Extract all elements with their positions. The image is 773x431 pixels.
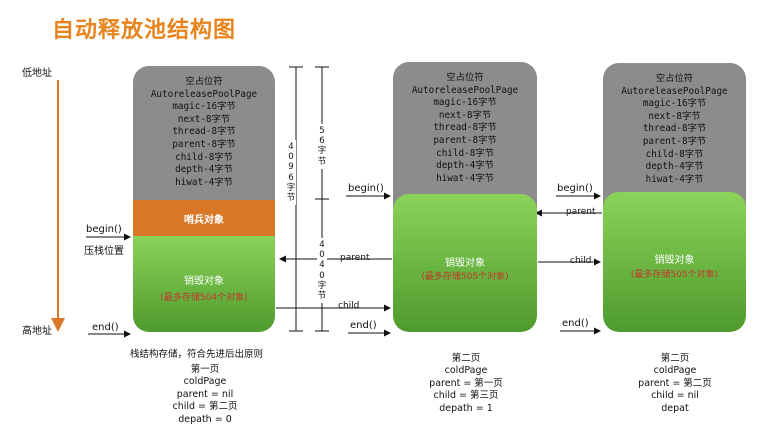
caption-line: parent = 第一页: [429, 377, 503, 389]
caption-line: parent = nil: [176, 388, 234, 400]
destroy-capacity-label: (最多存储505个对象): [630, 270, 719, 280]
destroy-capacity-label: (最多存储505个对象): [421, 272, 509, 282]
destroy-capacity-label: (最多存储504个对象): [160, 293, 248, 303]
page-2-begin-label: begin(): [348, 183, 384, 194]
caption-line: child = 第二页: [172, 401, 238, 413]
page-3: 空占位符 AutoreleasePoolPage magic-16字节 next…: [603, 63, 746, 332]
page-3-begin-label: begin(): [557, 183, 593, 194]
field: child-8字节: [645, 148, 704, 160]
field: parent-8字节: [172, 138, 236, 150]
field: thread-8字节: [172, 126, 236, 138]
field: magic-16字节: [642, 98, 707, 110]
field: parent-8字节: [433, 134, 497, 146]
field: 空占位符: [446, 72, 484, 83]
caption-line: coldPage: [183, 376, 227, 388]
field: next-8字节: [438, 109, 492, 121]
caption-line: depat: [661, 402, 689, 414]
field: hiwat-4字节: [645, 173, 704, 185]
high-address-label: 高地址: [22, 326, 52, 337]
page-2-end-label: end(): [350, 320, 377, 331]
field: parent-8字节: [642, 135, 707, 147]
page-1-caption: 第一页 coldPage parent = nil child = 第二页 de…: [140, 364, 270, 426]
caption-line: 第二页: [660, 353, 690, 364]
field: magic-16字节: [433, 97, 497, 109]
sentinel-object: 哨兵对象: [133, 200, 275, 236]
field: 空占位符: [185, 76, 223, 87]
field: magic-16字节: [172, 101, 236, 113]
caption-line: child = nil: [651, 390, 699, 402]
parent-arrow-label-2: parent: [566, 207, 596, 217]
page-2: 空占位符 AutoreleasePoolPage magic-16字节 next…: [393, 62, 537, 332]
page-3-fields: 空占位符 AutoreleasePoolPage magic-16字节 next…: [603, 73, 746, 186]
page-2-fields: 空占位符 AutoreleasePoolPage magic-16字节 next…: [393, 72, 537, 185]
low-address-label: 低地址: [22, 68, 52, 79]
caption-line: 第二页: [451, 353, 481, 364]
caption-line: coldPage: [653, 365, 697, 377]
field: AutoreleasePoolPage: [621, 85, 728, 97]
caption-line: depath = 1: [439, 402, 493, 414]
page-1-begin-label: begin(): [86, 224, 122, 235]
destroy-object-label: 销毁对象: [654, 255, 695, 266]
child-arrow-label: child: [338, 301, 360, 311]
diagram-title: 自动释放池结构图: [52, 18, 237, 43]
field: thread-8字节: [642, 123, 707, 135]
page-3-caption: 第二页 coldPage parent = 第二页 child = nil de…: [610, 353, 740, 415]
page-1-end-label: end(): [92, 322, 119, 333]
field: AutoreleasePoolPage: [150, 88, 258, 100]
parent-arrow-label: parent: [340, 253, 370, 263]
push-position-label: 压栈位置: [84, 246, 124, 257]
page-3-end-label: end(): [562, 318, 589, 329]
child-arrow-label-2: child: [570, 256, 592, 266]
field: depth-4字节: [436, 160, 494, 172]
field: next-8字节: [177, 113, 231, 125]
caption-line: 第一页: [190, 364, 220, 375]
field: hiwat-4字节: [436, 172, 494, 184]
page-1: 哨兵对象 空占位符 AutoreleasePoolPage magic-16字节…: [133, 66, 275, 332]
field: child-8字节: [436, 147, 494, 159]
destroy-object-label: 销毁对象: [184, 276, 224, 287]
field: next-8字节: [648, 110, 701, 122]
destroy-object-label: 销毁对象: [445, 258, 485, 269]
field: hiwat-4字节: [175, 176, 233, 188]
field: 空占位符: [655, 73, 694, 84]
stack-note: 栈结构存储，符合先进后出原则: [130, 349, 264, 360]
page-1-fields: 空占位符 AutoreleasePoolPage magic-16字节 next…: [133, 76, 275, 189]
caption-line: parent = 第二页: [638, 377, 712, 389]
field: AutoreleasePoolPage: [411, 84, 519, 96]
caption-line: depath = 0: [178, 413, 232, 425]
caption-line: child = 第三页: [433, 390, 499, 402]
field: thread-8字节: [433, 122, 497, 134]
page-2-caption: 第二页 coldPage parent = 第一页 child = 第三页 de…: [401, 353, 531, 415]
field: depth-4字节: [175, 164, 233, 176]
field: depth-4字节: [645, 161, 704, 173]
caption-line: coldPage: [444, 365, 488, 377]
field: child-8字节: [175, 151, 233, 163]
